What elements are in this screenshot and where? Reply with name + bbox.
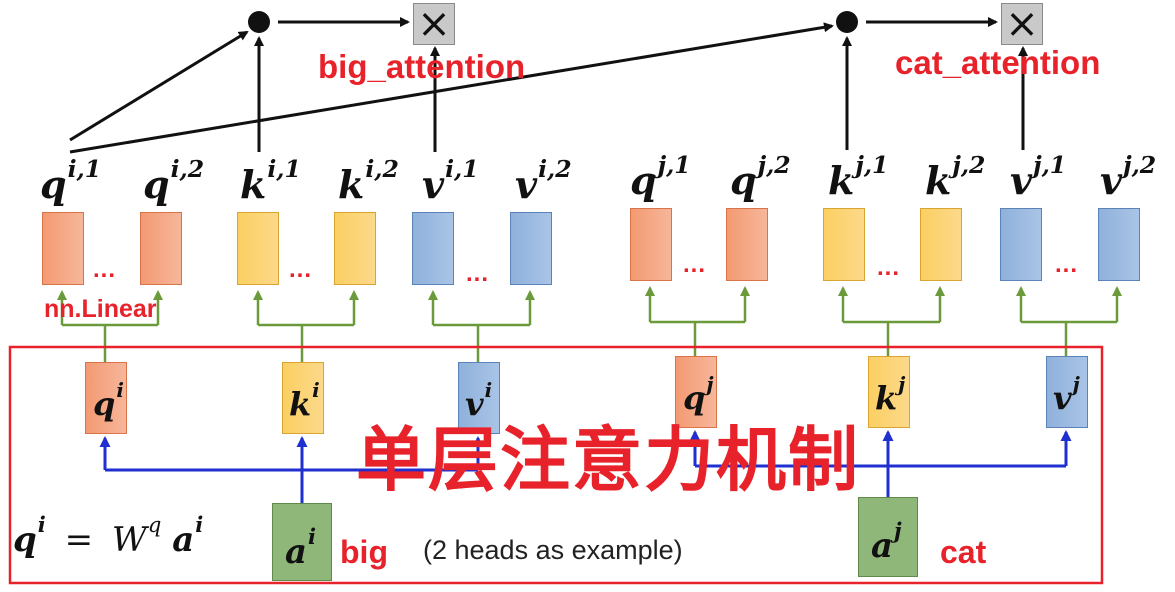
word-big: big	[340, 534, 388, 570]
vector-k-j: kj	[868, 356, 910, 428]
multiply-box-big: ×	[413, 3, 455, 45]
big-attention-label: big_attention	[318, 48, 526, 85]
heads-note: (2 heads as example)	[423, 535, 683, 565]
projection-arrows	[99, 430, 1072, 503]
layer-title: 单层注意力机制	[356, 419, 860, 501]
head-vector-q-j-2	[726, 208, 768, 281]
vector-v-j: vj	[1046, 356, 1088, 428]
nn-linear-label: nn.Linear	[44, 295, 157, 323]
head-label-k-j-1: kj,1	[828, 151, 889, 204]
head-vector-k-i-2	[334, 212, 376, 285]
vector-v-i: vi	[458, 362, 500, 434]
head-label-v-i-1: vi,1	[422, 155, 479, 208]
multiply-icon: ×	[417, 1, 451, 47]
single-layer-frame	[8, 345, 1104, 585]
dot-product-node-cat	[836, 11, 858, 33]
ellipsis-k-j: ...	[877, 254, 901, 281]
head-vector-k-i-1	[237, 212, 279, 285]
head-vector-v-j-2	[1098, 208, 1140, 281]
head-label-v-i-2: vi,2	[515, 155, 572, 208]
head-label-q-i-2: qi,2	[143, 155, 205, 208]
head-label-q-j-1: qj,1	[630, 151, 691, 204]
ellipsis-k-i: ...	[289, 256, 313, 283]
multiply-icon: ×	[1005, 1, 1039, 47]
vector-k-i: ki	[282, 362, 324, 434]
ellipsis-v-j: ...	[1055, 251, 1079, 278]
input-vector-a-j: aj	[858, 497, 918, 577]
head-vector-v-i-2	[510, 212, 552, 285]
head-label-k-i-1: ki,1	[240, 155, 301, 208]
word-cat: cat	[940, 534, 987, 570]
cat-attention-label: cat_attention	[895, 44, 1101, 81]
input-vector-a-i: ai	[272, 503, 332, 581]
big-attention-arrows	[69, 17, 1028, 154]
head-label-q-i-1: qi,1	[40, 155, 102, 208]
head-vector-k-j-2	[920, 208, 962, 281]
head-label-k-j-2: kj,2	[925, 151, 986, 204]
ellipsis-q-j: ...	[683, 251, 707, 278]
head-vector-q-i-2	[140, 212, 182, 285]
dot-product-node-big	[248, 11, 270, 33]
projection-formula: qi = Wq ai	[13, 512, 204, 560]
ellipsis-q-i: ...	[93, 256, 117, 283]
head-label-v-j-1: vj,1	[1010, 151, 1067, 204]
head-vector-v-i-1	[412, 212, 454, 285]
head-vector-q-j-1	[630, 208, 672, 281]
head-vector-v-j-1	[1000, 208, 1042, 281]
head-label-v-j-2: vj,2	[1100, 151, 1157, 204]
head-vector-q-i-1	[42, 212, 84, 285]
head-split-arrows	[57, 286, 1122, 362]
multiply-box-cat: ×	[1001, 3, 1043, 45]
vector-q-i: qi	[85, 362, 127, 434]
head-label-q-j-2: qj,2	[730, 151, 791, 204]
ellipsis-v-i: ...	[466, 260, 490, 287]
vector-q-j: qj	[675, 356, 717, 428]
head-label-k-i-2: ki,2	[338, 155, 399, 208]
head-vector-k-j-1	[823, 208, 865, 281]
